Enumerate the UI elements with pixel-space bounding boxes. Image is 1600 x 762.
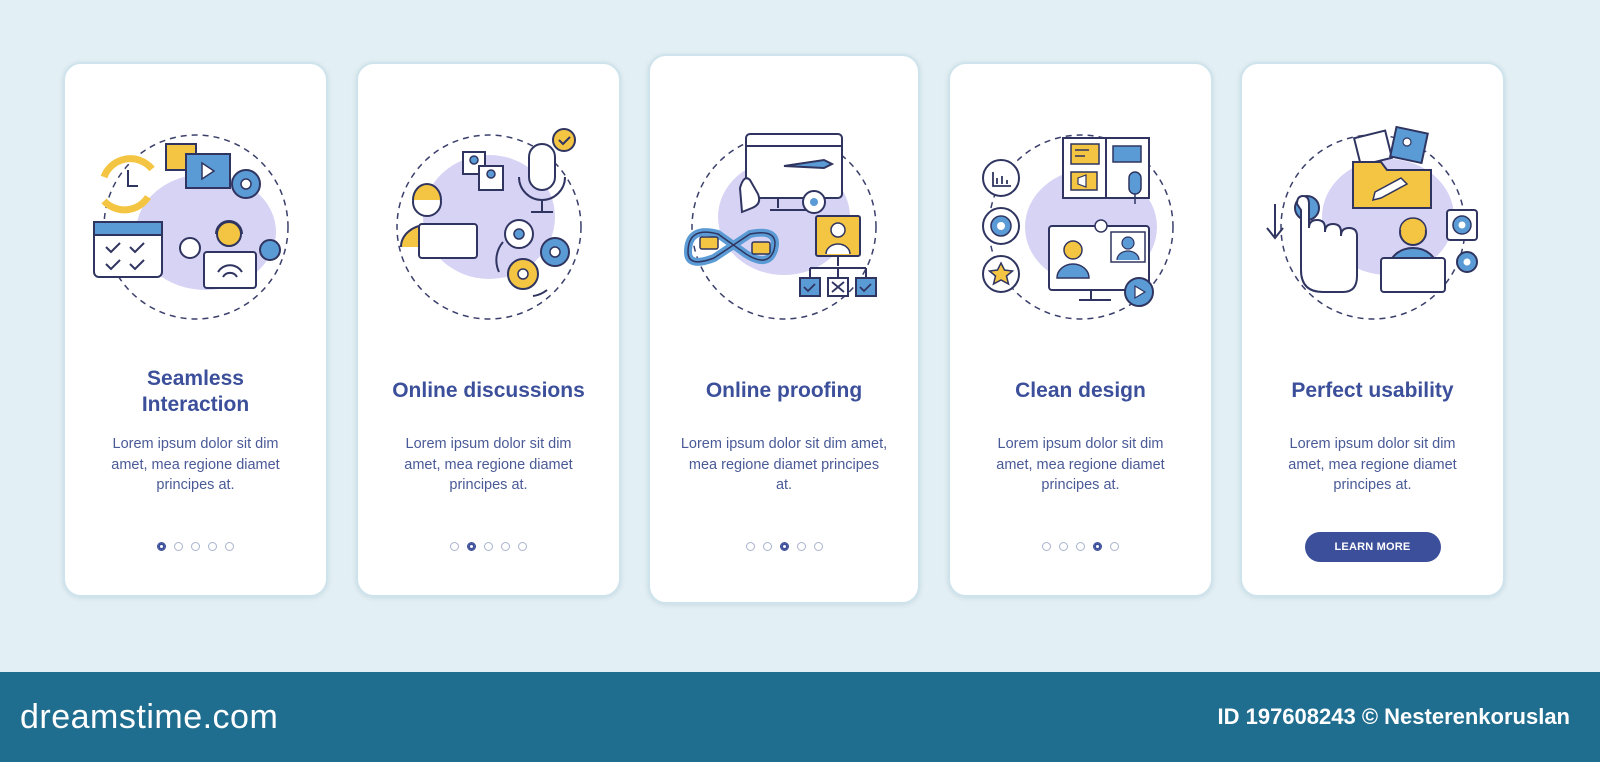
pagination-dot-3[interactable] <box>1076 542 1085 551</box>
card-title-line: Online proofing <box>705 379 863 402</box>
watermark-logo: dreamstime.com <box>20 697 279 736</box>
pagination-dot-4[interactable] <box>1093 542 1102 551</box>
onboarding-card-seamless-interaction: Seamless Interaction Lorem ipsum dolor s… <box>63 62 328 597</box>
card-title-line: Seamless <box>147 367 244 390</box>
online-proofing-icon <box>684 133 877 320</box>
onboarding-card-clean-design: Clean design Lorem ipsum dolor sit dim a… <box>948 62 1213 597</box>
pagination-dot-2[interactable] <box>467 542 476 551</box>
onboarding-card-online-discussions: Online discussions Lorem ipsum dolor sit… <box>356 62 621 597</box>
pagination-dot-5[interactable] <box>518 542 527 551</box>
learn-more-button[interactable]: LEARN MORE <box>1304 532 1441 562</box>
perfect-usability-icon <box>1265 125 1478 320</box>
onboarding-screens: Seamless Interaction Lorem ipsum dolor s… <box>63 54 1505 604</box>
card-description: Lorem ipsum dolor sit dim amet, mea regi… <box>1288 436 1457 493</box>
card-description: Lorem ipsum dolor sit dim amet, mea regi… <box>404 436 573 493</box>
pagination-dot-3[interactable] <box>484 542 493 551</box>
onboarding-card-perfect-usability: Perfect usability Lorem ipsum dolor sit … <box>1240 62 1505 597</box>
pagination-dot-5[interactable] <box>1110 542 1119 551</box>
pagination-dots <box>950 542 1211 551</box>
pagination-dot-4[interactable] <box>208 542 217 551</box>
pagination-dots <box>65 542 326 551</box>
seamless-interaction-icon <box>92 134 289 320</box>
pagination-dot-2[interactable] <box>174 542 183 551</box>
card-title-line: Interaction <box>141 393 250 416</box>
clean-design-icon <box>981 134 1174 320</box>
watermark-image-id: ID 197608243 © Nesterenkoruslan <box>1217 704 1570 729</box>
online-discussions-icon <box>395 128 582 320</box>
pagination-dot-5[interactable] <box>225 542 234 551</box>
pagination-dot-2[interactable] <box>762 542 772 551</box>
illustration-perfect-usability <box>1242 122 1503 332</box>
pagination-dot-1[interactable] <box>450 542 459 551</box>
card-title: Online discussions <box>368 378 609 404</box>
card-title-line: Perfect usability <box>1291 379 1454 402</box>
pagination-dot-3[interactable] <box>191 542 200 551</box>
card-title: Clean design <box>960 378 1201 404</box>
illustration-seamless-interaction <box>65 122 326 332</box>
card-title-line: Clean design <box>1015 379 1146 402</box>
card-description: Lorem ipsum dolor sit dim amet, mea regi… <box>111 436 280 493</box>
pagination-dot-4[interactable] <box>501 542 510 551</box>
pagination-dot-1[interactable] <box>157 542 166 551</box>
illustration-online-proofing <box>650 122 918 332</box>
card-description: Lorem ipsum dolor sit dim amet, mea regi… <box>680 436 888 493</box>
stock-watermark-bar: dreamstime.com ID 197608243 © Nesterenko… <box>0 672 1600 762</box>
pagination-dot-2[interactable] <box>1059 542 1068 551</box>
illustration-online-discussions <box>358 122 619 332</box>
pagination-dot-5[interactable] <box>813 542 823 551</box>
card-title: Online proofing <box>660 378 908 404</box>
pagination-dot-1[interactable] <box>1042 542 1051 551</box>
illustration-clean-design <box>950 122 1211 332</box>
card-title-line: Online discussions <box>392 379 585 402</box>
pagination-dots <box>650 542 918 551</box>
onboarding-card-online-proofing: Online proofing Lorem ipsum dolor sit di… <box>648 54 920 604</box>
pagination-dot-1[interactable] <box>745 542 755 551</box>
card-title: Seamless Interaction <box>75 366 316 418</box>
card-description: Lorem ipsum dolor sit dim amet, mea regi… <box>996 436 1165 493</box>
pagination-dot-4[interactable] <box>796 542 806 551</box>
pagination-dot-3[interactable] <box>779 542 789 551</box>
pagination-dots <box>358 542 619 551</box>
card-title: Perfect usability <box>1252 378 1493 404</box>
